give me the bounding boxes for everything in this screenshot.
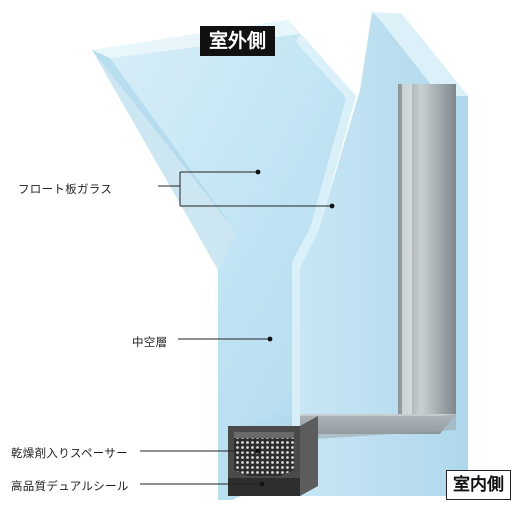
leader-lines xyxy=(140,171,332,485)
frame-vertical xyxy=(398,84,456,414)
float-glass-label: フロート板ガラス xyxy=(18,182,113,196)
spacer-block xyxy=(228,416,318,496)
seal-label: 高品質デュアルシール xyxy=(11,479,129,493)
outdoor-side-label: 室外側 xyxy=(200,26,276,56)
hollow-layer-label: 中空層 xyxy=(132,335,168,349)
spacer-label: 乾燥剤入りスペーサー xyxy=(11,446,128,460)
indoor-side-label: 室内側 xyxy=(446,470,511,500)
leader-float-glass xyxy=(158,171,332,207)
leader-dots xyxy=(255,169,335,487)
